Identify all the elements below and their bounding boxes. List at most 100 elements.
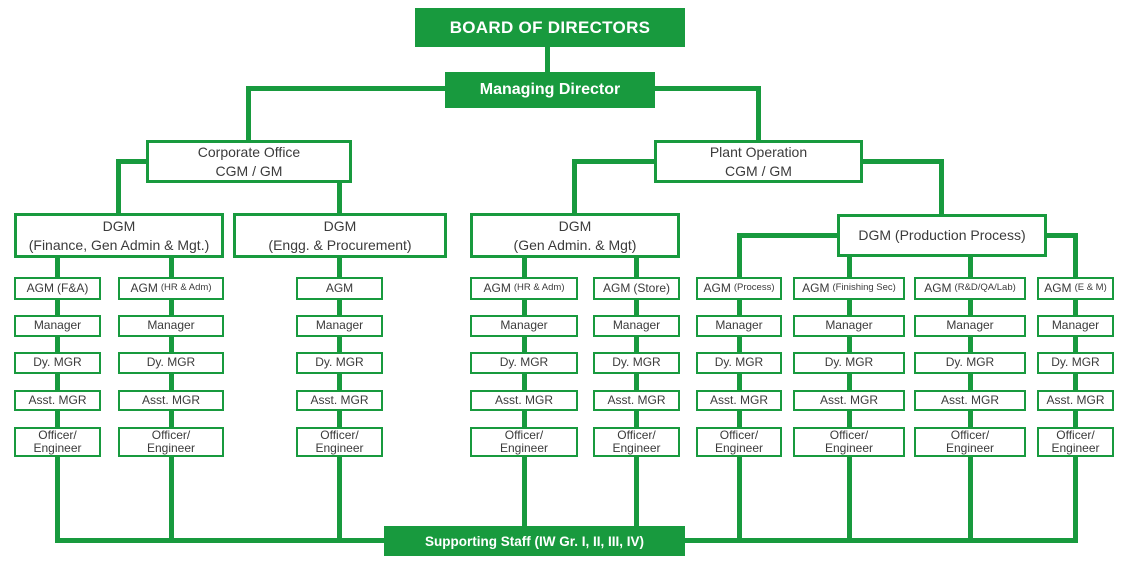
officer-engineer-box-col8: Officer/Engineer [914, 427, 1026, 457]
connector-col2-seg1 [169, 300, 174, 315]
connector-col1-seg4 [55, 411, 60, 427]
manager-box-col8: Manager [914, 315, 1026, 337]
connector-dgm-production-right-h [1045, 233, 1078, 238]
connector-plant-left-h [572, 159, 654, 164]
agm-label: AGM [602, 280, 631, 295]
connector-col6-seg4 [737, 411, 742, 427]
dy-mgr-label: Dy. MGR [612, 355, 661, 370]
dy-mgr-box-col4: Dy. MGR [470, 352, 578, 374]
connector-col9-seg2 [1073, 337, 1078, 352]
connector-col5-seg2 [634, 337, 639, 352]
dy-mgr-box-col5: Dy. MGR [593, 352, 680, 374]
connector-col3-seg1 [337, 300, 342, 315]
agm-label: AGM [802, 280, 830, 295]
corporate-office-title: Corporate Office [197, 143, 301, 160]
dy-mgr-box-col3: Dy. MGR [296, 352, 383, 374]
connector-col4-seg2 [522, 337, 527, 352]
manager-label: Manager [1051, 318, 1100, 333]
asst-mgr-box-col7: Asst. MGR [793, 390, 905, 411]
officer-label: Officer/ [829, 427, 869, 442]
manager-label: Manager [33, 318, 82, 333]
agm-box-col7: AGM(Finishing Sec) [793, 277, 905, 300]
connector-col6-seg1 [737, 300, 742, 315]
asst-mgr-label: Asst. MGR [1046, 392, 1105, 407]
connector-dgm-engg-to-col3 [337, 258, 342, 277]
connector-plant-to-dgm-production [939, 159, 944, 214]
connector-plant-right-h [863, 159, 944, 164]
supporting-staff-box: Supporting Staff (IW Gr. I, II, III, IV) [384, 526, 685, 556]
connector-dgm-production-to-col7 [847, 257, 852, 277]
officer-engineer-box-col3: Officer/Engineer [296, 427, 383, 457]
engineer-label: Engineer [824, 441, 874, 455]
dgm-engg-box: DGM (Engg. & Procurement) [233, 213, 447, 258]
managing-director-box: Managing Director [445, 72, 655, 108]
managing-director-label: Managing Director [479, 81, 621, 98]
dy-mgr-label: Dy. MGR [499, 355, 549, 370]
board-of-directors-box: BOARD OF DIRECTORS [415, 8, 685, 47]
connector-col6-seg2 [737, 337, 742, 352]
dgm-finance-title: DGM [102, 217, 136, 234]
connector-col2-seg2 [169, 337, 174, 352]
connector-col2-seg5 [169, 457, 174, 540]
asst-mgr-box-col5: Asst. MGR [593, 390, 680, 411]
connector-col7-seg2 [847, 337, 852, 352]
agm-sublabel: (Store) [633, 280, 671, 295]
asst-mgr-box-col9: Asst. MGR [1037, 390, 1114, 411]
manager-box-col6: Manager [696, 315, 782, 337]
connector-col7-seg5 [847, 457, 852, 540]
manager-label: Manager [946, 318, 994, 333]
dgm-production-title: DGM (Production Process) [858, 227, 1026, 244]
agm-label: AGM [130, 280, 158, 295]
officer-label: Officer/ [151, 427, 191, 442]
manager-box-col1: Manager [14, 315, 101, 337]
dy-mgr-label: Dy. MGR [1051, 355, 1100, 370]
officer-engineer-box-col5: Officer/Engineer [593, 427, 680, 457]
manager-label: Manager [500, 318, 548, 333]
manager-label: Manager [825, 318, 873, 333]
connector-md-to-corporate [246, 86, 251, 140]
asst-mgr-label: Asst. MGR [28, 392, 87, 407]
dgm-engg-subtitle: (Engg. & Procurement) [268, 236, 412, 253]
asst-mgr-box-col8: Asst. MGR [914, 390, 1026, 411]
dgm-production-box: DGM (Production Process) [837, 214, 1047, 257]
asst-mgr-label: Asst. MGR [819, 392, 878, 407]
dy-mgr-box-col1: Dy. MGR [14, 352, 101, 374]
manager-box-col9: Manager [1037, 315, 1114, 337]
connector-md-to-plant [756, 86, 761, 140]
plant-operation-title: Plant Operation [709, 143, 808, 160]
asst-mgr-box-col3: Asst. MGR [296, 390, 383, 411]
manager-label: Manager [315, 318, 364, 333]
dy-mgr-box-col7: Dy. MGR [793, 352, 905, 374]
connector-col3-seg2 [337, 337, 342, 352]
connector-col7-seg1 [847, 300, 852, 315]
asst-mgr-box-col1: Asst. MGR [14, 390, 101, 411]
connector-dgm-production-to-col6 [737, 233, 742, 277]
connector-dgm-production-to-col9 [1073, 233, 1078, 277]
agm-box-col4: AGM(HR & Adm) [470, 277, 578, 300]
connector-dgm-gen-admin-to-col4 [522, 258, 527, 277]
connector-corporate-to-dgm-finance [116, 159, 121, 213]
connector-col2-seg3 [169, 374, 174, 390]
connector-dgm-production-to-col8 [968, 257, 973, 277]
connector-dgm-finance-to-col2 [169, 258, 174, 277]
connector-col8-seg4 [968, 411, 973, 427]
connector-col2-seg4 [169, 411, 174, 427]
connector-col4-seg3 [522, 374, 527, 390]
dy-mgr-box-col8: Dy. MGR [914, 352, 1026, 374]
plant-operation-subtitle: CGM / GM [725, 162, 792, 179]
agm-sublabel: (Finishing Sec) [832, 282, 896, 294]
connector-col8-seg2 [968, 337, 973, 352]
dy-mgr-label: Dy. MGR [33, 355, 82, 370]
connector-col1-seg1 [55, 300, 60, 315]
agm-box-col5: AGM(Store) [593, 277, 680, 300]
connector-plant-to-dgm-gen-admin [572, 159, 577, 213]
connector-board-to-md [545, 47, 550, 72]
asst-mgr-label: Asst. MGR [607, 392, 666, 407]
agm-box-col1: AGM(F&A) [14, 277, 101, 300]
connector-col7-seg3 [847, 374, 852, 390]
officer-label: Officer/ [950, 427, 990, 442]
asst-mgr-label: Asst. MGR [141, 392, 200, 407]
agm-sublabel: (HR & Adm) [513, 282, 565, 294]
engineer-label: Engineer [499, 441, 549, 455]
agm-sublabel: (R&D/QA/Lab) [954, 282, 1016, 294]
